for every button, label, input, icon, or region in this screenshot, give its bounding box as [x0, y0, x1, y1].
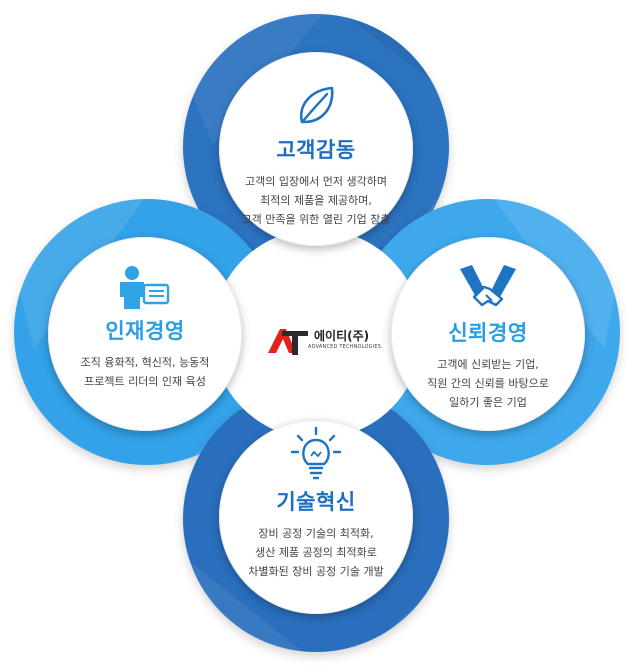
card-line: 직원 간의 신뢰를 바탕으로: [427, 377, 549, 390]
ring-texture: [183, 386, 449, 652]
card-title: 신뢰경영: [448, 321, 528, 345]
lightbulb-icon: [290, 426, 342, 480]
card-line: 프로젝트 리더의 인재 육성: [84, 375, 206, 388]
company-logo: 에이티(주) ADVANCED TECHNOLOGIES: [264, 325, 384, 359]
card-line: 조직 융화적, 혁신적, 능동적: [80, 356, 210, 369]
card-line: 고객 만족을 위한 열린 기업 창출: [241, 213, 391, 226]
card-title: 인재경영: [105, 319, 185, 343]
card-title: 고객감동: [276, 138, 356, 162]
inner-circle-top: [219, 52, 413, 246]
logo-mark-icon: [268, 329, 308, 355]
person-card-icon: [120, 266, 170, 309]
handshake-icon: [460, 265, 516, 307]
logo-name: 에이티(주): [314, 329, 370, 343]
card-line: 최적의 제품을 제공하며,: [260, 194, 372, 207]
card-line: 고객의 입장에서 먼저 생각하며: [244, 175, 388, 188]
card-line: 장비 공정 기술의 최적화,: [258, 527, 374, 540]
card-title: 기술혁신: [276, 490, 356, 514]
card-technology-innovation: 기술혁신 장비 공정 기술의 최적화, 생산 제품 공정의 최적화로 차별화된 …: [219, 426, 413, 581]
card-line: 차별화된 장비 공정 기술 개발: [248, 565, 384, 578]
card-line: 고객에 신뢰받는 기업,: [437, 358, 539, 371]
card-line: 일하기 좋은 기업: [449, 396, 527, 409]
card-line: 생산 제품 공정의 최적화로: [255, 546, 377, 559]
inner-circle-right: [391, 237, 585, 431]
card-trust-management: 신뢰경영 고객에 신뢰받는 기업, 직원 간의 신뢰를 바탕으로 일하기 좋은 …: [391, 263, 585, 412]
center-disc: [212, 229, 422, 439]
leaf-icon: [299, 86, 334, 124]
inner-circle-bottom: [219, 420, 413, 614]
inner-circle-left: [48, 237, 242, 431]
card-talent-management: 인재경영 조직 융화적, 혁신적, 능동적 프로젝트 리더의 인재 육성: [48, 265, 242, 391]
card-customer-satisfaction: 고객감동 고객의 입장에서 먼저 생각하며 최적의 제품을 제공하며, 고객 만…: [219, 82, 413, 229]
logo-subtitle: ADVANCED TECHNOLOGIES: [308, 344, 382, 350]
